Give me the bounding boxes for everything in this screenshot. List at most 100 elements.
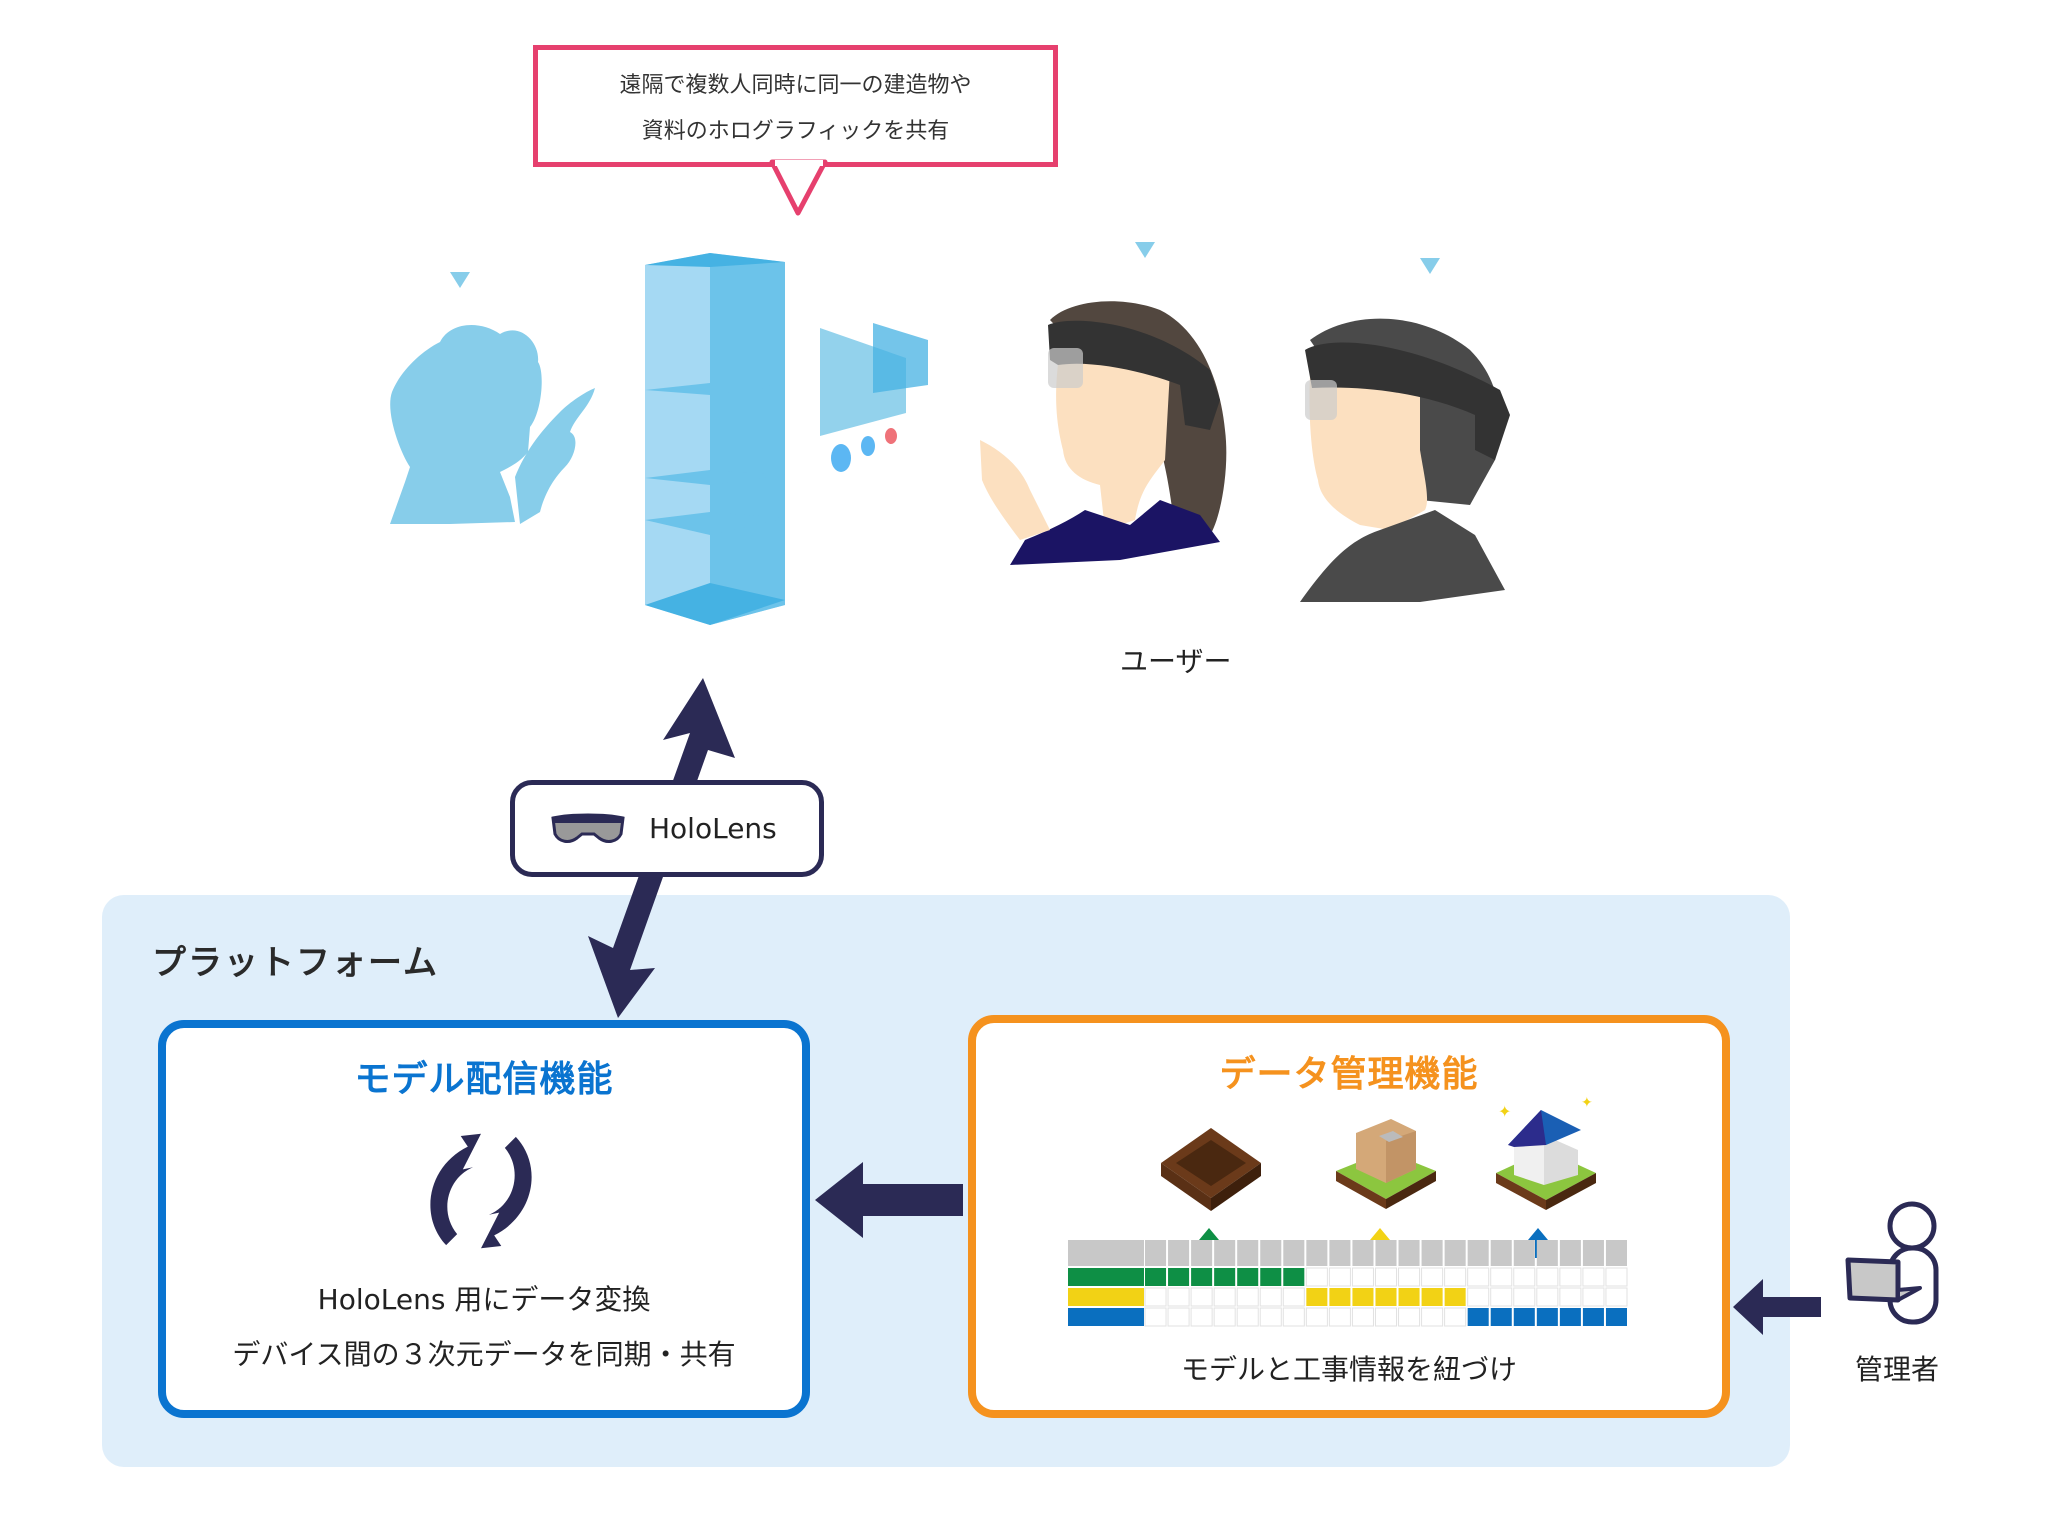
schedule-cell — [1167, 1287, 1190, 1307]
schedule-cell — [1374, 1267, 1398, 1287]
schedule-cell — [1582, 1287, 1605, 1307]
schedule-cell-active — [1421, 1288, 1443, 1306]
schedule-cell — [1236, 1307, 1259, 1327]
users-label: ユーザー — [1120, 645, 1232, 678]
schedule-cell — [1536, 1267, 1559, 1287]
schedule-cell — [1282, 1287, 1305, 1307]
sync-icon — [430, 1133, 532, 1249]
schedule-cell-active — [1214, 1268, 1236, 1286]
hololens-headset-icon — [551, 813, 625, 843]
data-management-caption: モデルと工事情報を紐づけ — [1180, 1353, 1517, 1386]
schedule-cell — [1421, 1307, 1444, 1327]
schedule-cell-active — [1145, 1268, 1167, 1286]
schedule-cell — [1605, 1287, 1628, 1307]
down-triangle-marker-icon — [1420, 258, 1440, 274]
admin-label: 管理者 — [1855, 1353, 1940, 1386]
schedule-cell — [1351, 1267, 1374, 1287]
down-triangle-marker-icon — [450, 272, 470, 288]
schedule-cell — [1213, 1307, 1236, 1327]
schedule-cell-active — [1605, 1308, 1627, 1326]
data-management-title: データ管理機能 — [1219, 1054, 1479, 1095]
schedule-cell — [1190, 1287, 1213, 1307]
schedule-cell-active — [1352, 1288, 1374, 1306]
schedule-row-label — [1068, 1308, 1144, 1326]
callout-line-2: 資料のホログラフィックを共有 — [641, 119, 950, 144]
schedule-cell-active — [1283, 1268, 1305, 1286]
schedule-header-cell — [1467, 1240, 1489, 1266]
sparkle-icon: ✦ — [1581, 1095, 1593, 1111]
schedule-cell-active — [1260, 1268, 1282, 1286]
schedule-cell — [1259, 1307, 1282, 1327]
schedule-row-label — [1068, 1268, 1144, 1286]
hologram-panel-icon — [820, 323, 928, 472]
hologram-building-icon — [645, 253, 785, 625]
schedule-grid — [1068, 1240, 1628, 1327]
sparkle-icon: ✦ — [1498, 1102, 1511, 1121]
schedule-cell — [1282, 1307, 1305, 1327]
schedule-header-cell — [1421, 1240, 1443, 1266]
schedule-header-cell — [1490, 1240, 1512, 1266]
left-arrow-icon — [815, 1162, 963, 1238]
schedule-cell — [1444, 1307, 1467, 1327]
schedule-header-cell — [1306, 1240, 1328, 1266]
schedule-header-cell — [1513, 1240, 1535, 1266]
schedule-cell — [1398, 1307, 1421, 1327]
schedule-cell — [1167, 1307, 1190, 1327]
schedule-header-cell — [1536, 1240, 1558, 1266]
data-management-box: データ管理機能 ✦ ✦ モデルと工事情報を紐づけ — [968, 1015, 1730, 1418]
schedule-row-label — [1068, 1288, 1144, 1306]
schedule-cell — [1259, 1287, 1282, 1307]
framing-icon — [1336, 1119, 1436, 1209]
hololens-tag: HoloLens — [510, 780, 824, 877]
schedule-cell — [1513, 1287, 1536, 1307]
dot-icon — [861, 436, 875, 456]
schedule-cell — [1190, 1307, 1213, 1327]
schedule-cell-active — [1168, 1268, 1190, 1286]
dot-icon — [885, 428, 897, 444]
schedule-header-cell — [1145, 1240, 1167, 1266]
schedule-cell — [1421, 1267, 1444, 1287]
schedule-cell — [1559, 1287, 1582, 1307]
schedule-header-cell — [1191, 1240, 1213, 1266]
schedule-cell-active — [1398, 1288, 1420, 1306]
schedule-cell — [1559, 1267, 1582, 1287]
schedule-cell — [1582, 1267, 1605, 1287]
remote-user-silhouette-icon — [390, 272, 595, 524]
schedule-cell-active — [1513, 1308, 1535, 1326]
schedule-cell-active — [1237, 1268, 1259, 1286]
model-delivery-line-2: デバイス間の３次元データを同期・共有 — [232, 1338, 736, 1371]
schedule-cell-active — [1536, 1308, 1558, 1326]
schedule-header-cell — [1582, 1240, 1604, 1266]
schedule-cell — [1144, 1287, 1167, 1307]
callout-line-1: 遠隔で複数人同時に同一の建造物や — [619, 73, 972, 98]
user-man-icon — [1300, 258, 1510, 602]
schedule-cell — [1236, 1287, 1259, 1307]
schedule-cell-active — [1306, 1288, 1328, 1306]
schedule-cell — [1328, 1267, 1351, 1287]
schedule-header-cell — [1444, 1240, 1466, 1266]
schedule-cell — [1444, 1267, 1467, 1287]
schedule-header-cell — [1352, 1240, 1374, 1266]
completed-house-icon: ✦ ✦ — [1496, 1095, 1596, 1210]
schedule-header-cell — [1398, 1240, 1420, 1266]
schedule-header-cell — [1237, 1240, 1259, 1266]
schedule-cell — [1513, 1267, 1536, 1287]
excavation-icon — [1161, 1128, 1261, 1211]
schedule-cell-active — [1191, 1268, 1213, 1286]
schedule-header-cell — [1559, 1240, 1581, 1266]
schedule-header-cell — [1283, 1240, 1305, 1266]
model-delivery-title: モデル配信機能 — [354, 1059, 614, 1100]
schedule-cell-active — [1375, 1288, 1397, 1306]
schedule-cell — [1144, 1307, 1167, 1327]
schedule-cell — [1490, 1287, 1513, 1307]
schedule-cell-active — [1329, 1288, 1351, 1306]
schedule-header-cell — [1214, 1240, 1236, 1266]
user-woman-icon — [980, 242, 1227, 565]
schedule-cell-active — [1444, 1288, 1466, 1306]
schedule-header-cell — [1260, 1240, 1282, 1266]
schedule-cell — [1374, 1307, 1398, 1327]
schedule-header-cell — [1605, 1240, 1627, 1266]
left-arrow-icon — [1733, 1279, 1821, 1335]
platform-title: プラットフォーム — [152, 943, 439, 983]
callout-box: 遠隔で複数人同時に同一の建造物や 資料のホログラフィックを共有 — [533, 45, 1058, 167]
